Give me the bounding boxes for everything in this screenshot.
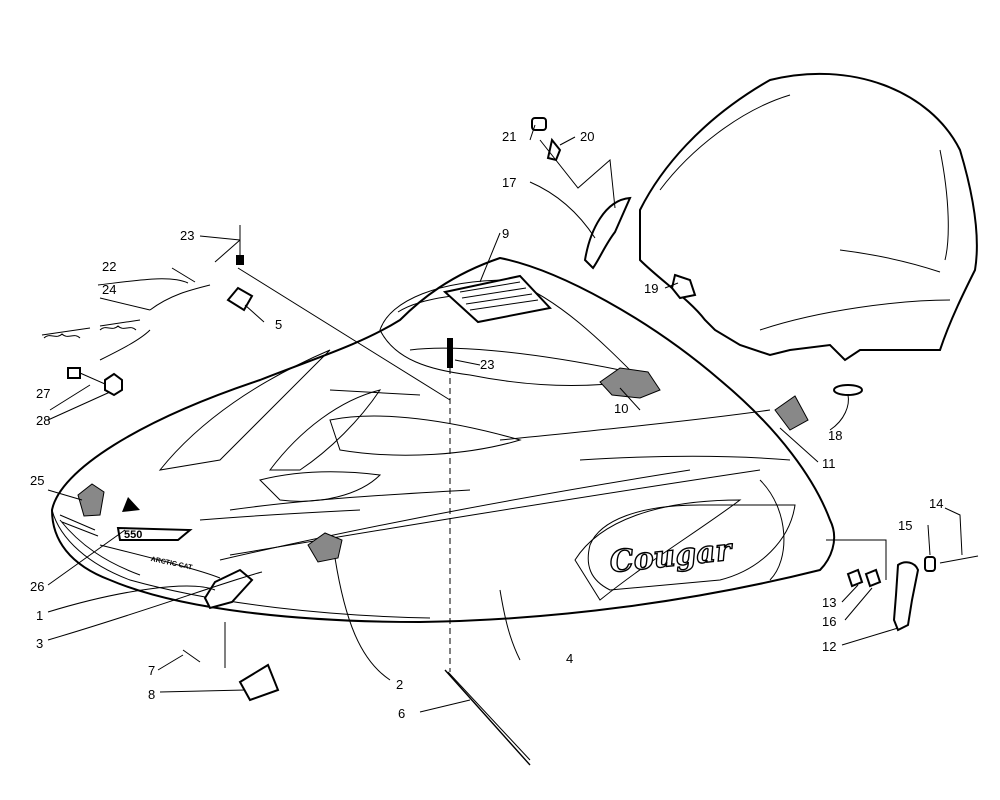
- bumper-8: [238, 663, 280, 702]
- ring-18: [833, 384, 863, 396]
- label-part-10: 10: [614, 401, 628, 416]
- label-part-4: 4: [566, 651, 573, 666]
- clip-19: [670, 273, 697, 300]
- label-part-17: 17: [502, 175, 516, 190]
- label-part-28: 28: [36, 413, 50, 428]
- hood-outline: [50, 256, 836, 624]
- hood-vent-center: [329, 415, 522, 456]
- washer-16: [864, 568, 882, 588]
- label-part-5: 5: [275, 317, 282, 332]
- label-part-11: 11: [822, 456, 836, 471]
- bolt-27: [67, 367, 81, 379]
- label-part-23-center: 23: [480, 357, 494, 372]
- label-part-13: 13: [822, 595, 836, 610]
- cap-2: [307, 532, 343, 563]
- label-part-18: 18: [828, 428, 842, 443]
- label-part-16: 16: [822, 614, 836, 629]
- pin-23b: [447, 338, 453, 368]
- cable-22: [149, 284, 211, 311]
- label-part-8: 8: [148, 687, 155, 702]
- nut-13: [846, 568, 864, 588]
- label-part-19: 19: [644, 281, 658, 296]
- label-part-24: 24: [102, 282, 116, 297]
- hood-vent-left-1: [158, 349, 331, 471]
- label-part-22: 22: [102, 259, 116, 274]
- label-part-1: 1: [36, 608, 43, 623]
- label-part-14: 14: [929, 496, 943, 511]
- label-part-21: 21: [502, 129, 516, 144]
- label-part-23-top: 23: [180, 228, 194, 243]
- label-part-20: 20: [580, 129, 594, 144]
- cougar-decal: Cougar: [587, 504, 796, 591]
- label-part-15: 15: [898, 518, 912, 533]
- prop-rod-6: [444, 669, 531, 766]
- part-labels: 1 2 3 4 5 6 7 8 9 10 11 12 13 14 15 16 1…: [30, 129, 943, 721]
- strap-12: [892, 561, 920, 632]
- washer-15: [924, 556, 936, 572]
- cap-25: [77, 483, 105, 517]
- reflector-11: [774, 395, 809, 431]
- nut-28: [104, 372, 123, 397]
- hood-assembly: [50, 256, 836, 624]
- label-part-3: 3: [36, 636, 43, 651]
- label-part-2: 2: [396, 677, 403, 692]
- leader-lines: [47, 124, 963, 713]
- label-part-6: 6: [398, 706, 405, 721]
- decal-9: [442, 274, 552, 324]
- rivet-22: [171, 267, 196, 283]
- engine-badge: 550: [116, 497, 193, 541]
- cap-21: [531, 117, 547, 131]
- label-part-12: 12: [822, 639, 836, 654]
- label-part-7: 7: [148, 663, 155, 678]
- label-part-27: 27: [36, 386, 50, 401]
- bolt-14: [939, 555, 979, 564]
- label-part-25: 25: [30, 473, 44, 488]
- cap-10: [599, 367, 661, 399]
- latch-1: [203, 568, 254, 610]
- windshield: [639, 72, 978, 362]
- pin-7: [182, 649, 201, 663]
- block-5: [226, 286, 254, 312]
- hood-vent-left-2: [268, 389, 382, 471]
- spring-24: [41, 319, 141, 336]
- label-part-26: 26: [30, 579, 44, 594]
- cougar-decal-text: Cougar: [608, 532, 735, 580]
- label-part-9: 9: [502, 226, 509, 241]
- engine-badge-text: 550: [124, 529, 142, 541]
- windshield-outline: [639, 72, 978, 362]
